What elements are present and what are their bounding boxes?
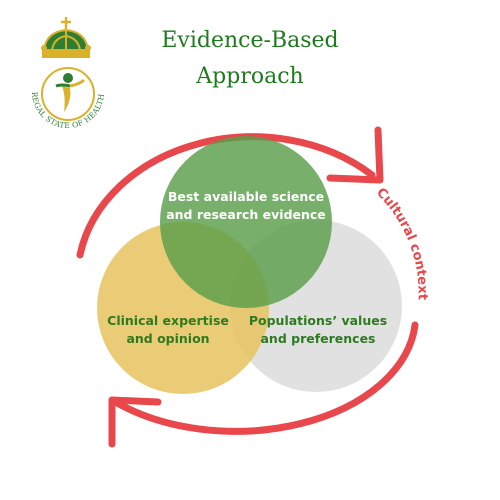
population-label-line2: and preferences <box>260 331 375 346</box>
page-title-line1: Evidence-Based <box>161 28 338 53</box>
cycle-arrows <box>76 126 419 448</box>
science-label-line1: Best available science <box>168 189 324 204</box>
clinical-label-line1: Clinical expertise <box>107 313 229 328</box>
page-title-line2: Approach <box>195 64 303 89</box>
population-label-line1: Populations’ values <box>249 313 387 328</box>
science-label-line2: and research evidence <box>166 207 326 222</box>
arrow-head-top <box>326 126 384 184</box>
logo: REGAL STATE OF HEALTH CONSULTING <box>0 0 106 130</box>
crown-icon <box>41 17 91 58</box>
cycle-arrow-top <box>76 133 376 259</box>
person-icon <box>55 73 86 112</box>
cycle-arrow-bottom <box>108 321 419 435</box>
clinical-label-line2: and opinion <box>126 331 209 346</box>
science-circle <box>160 136 332 308</box>
arrow-head-bottom <box>108 396 162 448</box>
